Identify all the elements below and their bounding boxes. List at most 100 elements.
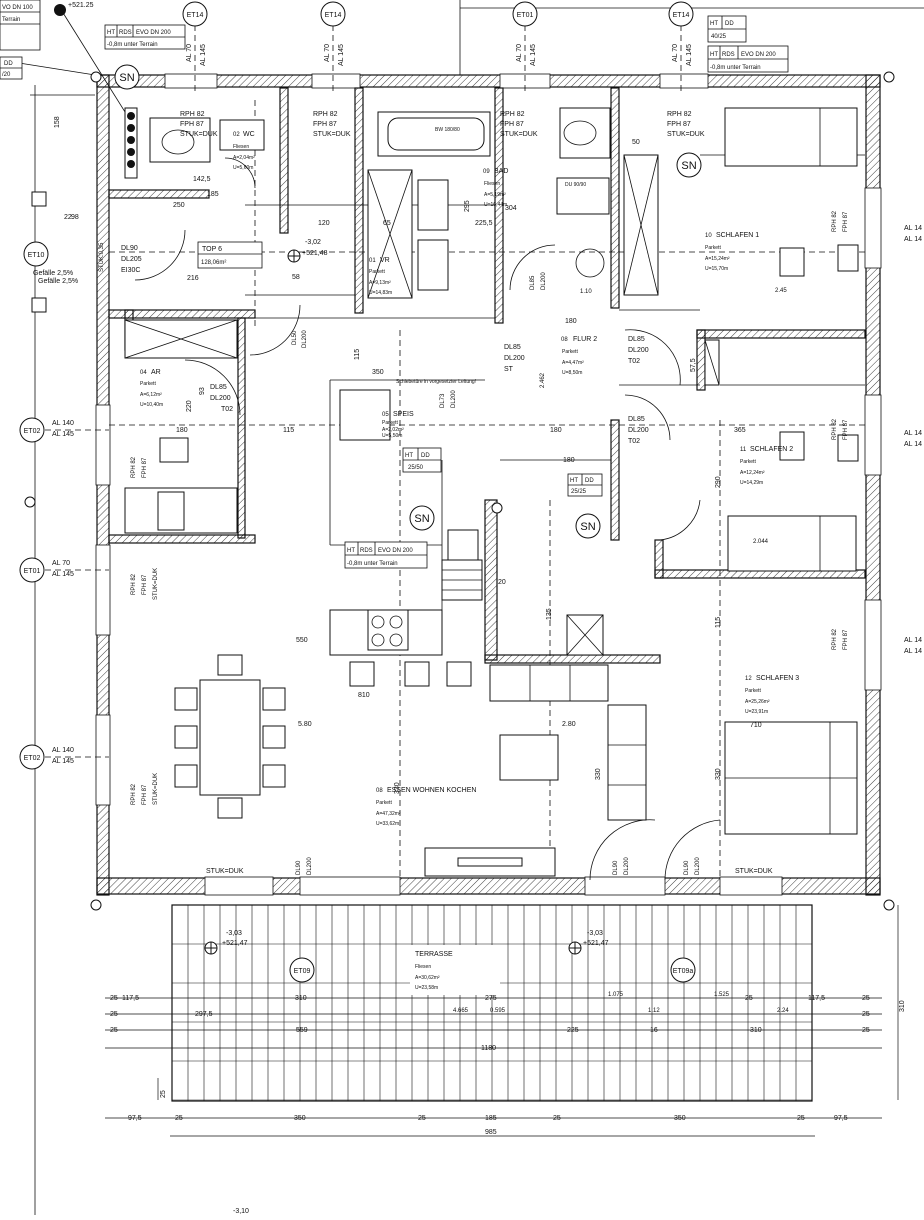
svg-text:A=2,04m²: A=2,04m² <box>233 155 255 161</box>
svg-text:AL 145: AL 145 <box>200 44 207 66</box>
svg-text:DL200: DL200 <box>628 347 649 354</box>
svg-text:50: 50 <box>632 139 640 146</box>
svg-text:SCHLAFEN 3: SCHLAFEN 3 <box>756 675 799 682</box>
svg-text:HT: HT <box>405 453 413 459</box>
svg-text:U=14,83m: U=14,83m <box>369 290 392 296</box>
svg-text:HT: HT <box>107 30 115 36</box>
svg-text:25: 25 <box>110 1011 118 1018</box>
marker-et14c: ET14 <box>668 1 694 27</box>
svg-text:U=8,50m: U=8,50m <box>562 370 582 376</box>
svg-text:AL 14: AL 14 <box>904 441 922 448</box>
svg-text:RDS: RDS <box>722 52 735 58</box>
bed-schlafen-1 <box>724 107 858 167</box>
svg-text:93: 93 <box>199 387 206 395</box>
svg-text:ET01: ET01 <box>24 568 41 575</box>
left-details <box>24 4 895 911</box>
exterior-walls <box>95 73 882 896</box>
svg-text:DL50: DL50 <box>292 330 298 345</box>
svg-text:DL90: DL90 <box>613 860 619 875</box>
svg-text:ET01: ET01 <box>517 12 534 19</box>
svg-text:U=5,50m: U=5,50m <box>382 433 402 439</box>
svg-text:216: 216 <box>187 275 199 282</box>
svg-text:-0,8m unter Terrain: -0,8m unter Terrain <box>107 42 158 48</box>
svg-text:350: 350 <box>372 369 384 376</box>
svg-text:EVO DN 200: EVO DN 200 <box>741 52 776 58</box>
svg-text:ET14: ET14 <box>325 12 342 19</box>
svg-text:AL 14: AL 14 <box>904 637 922 644</box>
svg-text:4.665: 4.665 <box>453 1008 469 1014</box>
svg-text:25: 25 <box>797 1115 805 1122</box>
svg-text:98: 98 <box>71 214 79 221</box>
door-labels: DL90 DL205 EI30C DL85 DL200 T02 DL85 DL2… <box>121 245 701 875</box>
furniture <box>124 107 859 877</box>
svg-text:180: 180 <box>563 457 575 464</box>
room-schlafen2: 11 SCHLAFEN 2 Parkett A=12,24m² U=14,29m <box>740 446 793 486</box>
svg-text:A=47,32m²: A=47,32m² <box>376 811 401 817</box>
shower <box>556 177 610 215</box>
svg-text:FPH 87: FPH 87 <box>142 574 148 595</box>
svg-text:25: 25 <box>175 1115 183 1122</box>
svg-text:DL205: DL205 <box>121 256 142 263</box>
svg-text:A=6,12m²: A=6,12m² <box>140 392 162 398</box>
svg-text:1.10: 1.10 <box>580 289 592 295</box>
svg-text:20: 20 <box>498 579 506 586</box>
svg-text:Fliesen: Fliesen <box>415 964 431 970</box>
svg-text:EVO DN 200: EVO DN 200 <box>136 30 171 36</box>
svg-text:225: 225 <box>567 1027 579 1034</box>
svg-text:275: 275 <box>485 995 497 1002</box>
svg-text:2.80: 2.80 <box>562 721 576 728</box>
svg-text:RPH 82: RPH 82 <box>180 111 205 118</box>
svg-text:SN: SN <box>414 513 429 525</box>
svg-text:U=10,40m: U=10,40m <box>140 402 163 408</box>
svg-text:A=4,47m²: A=4,47m² <box>562 360 584 366</box>
svg-text:58: 58 <box>292 274 300 281</box>
svg-text:ET09: ET09 <box>294 968 311 975</box>
svg-text:Parkett: Parkett <box>382 420 398 426</box>
dimension-lines <box>105 905 899 1137</box>
svg-text:25: 25 <box>862 1011 870 1018</box>
svg-text:ESSEN WOHNEN KOCHEN: ESSEN WOHNEN KOCHEN <box>387 787 476 794</box>
svg-text:SPEIS: SPEIS <box>393 411 414 418</box>
svg-text:AL 145: AL 145 <box>52 431 74 438</box>
svg-text:DD: DD <box>725 21 734 27</box>
svg-text:350: 350 <box>294 1115 306 1122</box>
svg-text:11: 11 <box>740 447 747 453</box>
svg-text:25: 25 <box>160 1090 167 1098</box>
svg-text:05: 05 <box>382 412 389 418</box>
svg-text:HT: HT <box>710 52 718 58</box>
svg-text:330: 330 <box>715 768 722 780</box>
svg-text:DL85: DL85 <box>210 384 227 391</box>
svg-text:STUK=DUK: STUK=DUK <box>500 131 538 138</box>
svg-text:185: 185 <box>485 1115 497 1122</box>
svg-text:08: 08 <box>376 788 383 794</box>
svg-text:65: 65 <box>383 220 391 227</box>
svg-text:AL 140: AL 140 <box>52 747 74 754</box>
svg-text:115: 115 <box>283 427 294 434</box>
svg-text:1.525: 1.525 <box>714 992 730 998</box>
svg-text:SN: SN <box>119 72 134 84</box>
svg-text:01: 01 <box>369 258 376 264</box>
svg-text:25/50: 25/50 <box>408 465 424 471</box>
svg-text:1180: 1180 <box>481 1045 496 1052</box>
svg-text:SN: SN <box>681 160 696 172</box>
svg-text:-0,8m unter Terrain: -0,8m unter Terrain <box>710 65 761 71</box>
svg-text:Parkett: Parkett <box>740 459 756 465</box>
svg-text:10: 10 <box>705 233 712 239</box>
svg-text:25: 25 <box>110 995 118 1002</box>
interior-walls <box>108 87 866 664</box>
svg-text:ET02: ET02 <box>24 755 41 762</box>
svg-text:22: 22 <box>64 214 72 221</box>
svg-text:DL90: DL90 <box>296 860 302 875</box>
svg-text:128,06m²: 128,06m² <box>201 260 226 266</box>
svg-text:Fliesen: Fliesen <box>484 181 500 187</box>
svg-text:DL85: DL85 <box>628 416 645 423</box>
svg-text:+521,47: +521,47 <box>222 940 248 947</box>
svg-text:STUK=DUK: STUK=DUK <box>206 868 244 875</box>
marker-et09: ET09 <box>289 957 315 983</box>
svg-text:FPH 87: FPH 87 <box>667 121 691 128</box>
svg-text:/20: /20 <box>2 72 11 78</box>
svg-text:Parkett: Parkett <box>745 688 761 694</box>
room-terrasse: TERRASSE Fliesen A=30,62m² U=23,58m <box>410 945 500 995</box>
svg-text:0.595: 0.595 <box>490 1008 506 1014</box>
svg-text:225,5: 225,5 <box>475 220 493 227</box>
